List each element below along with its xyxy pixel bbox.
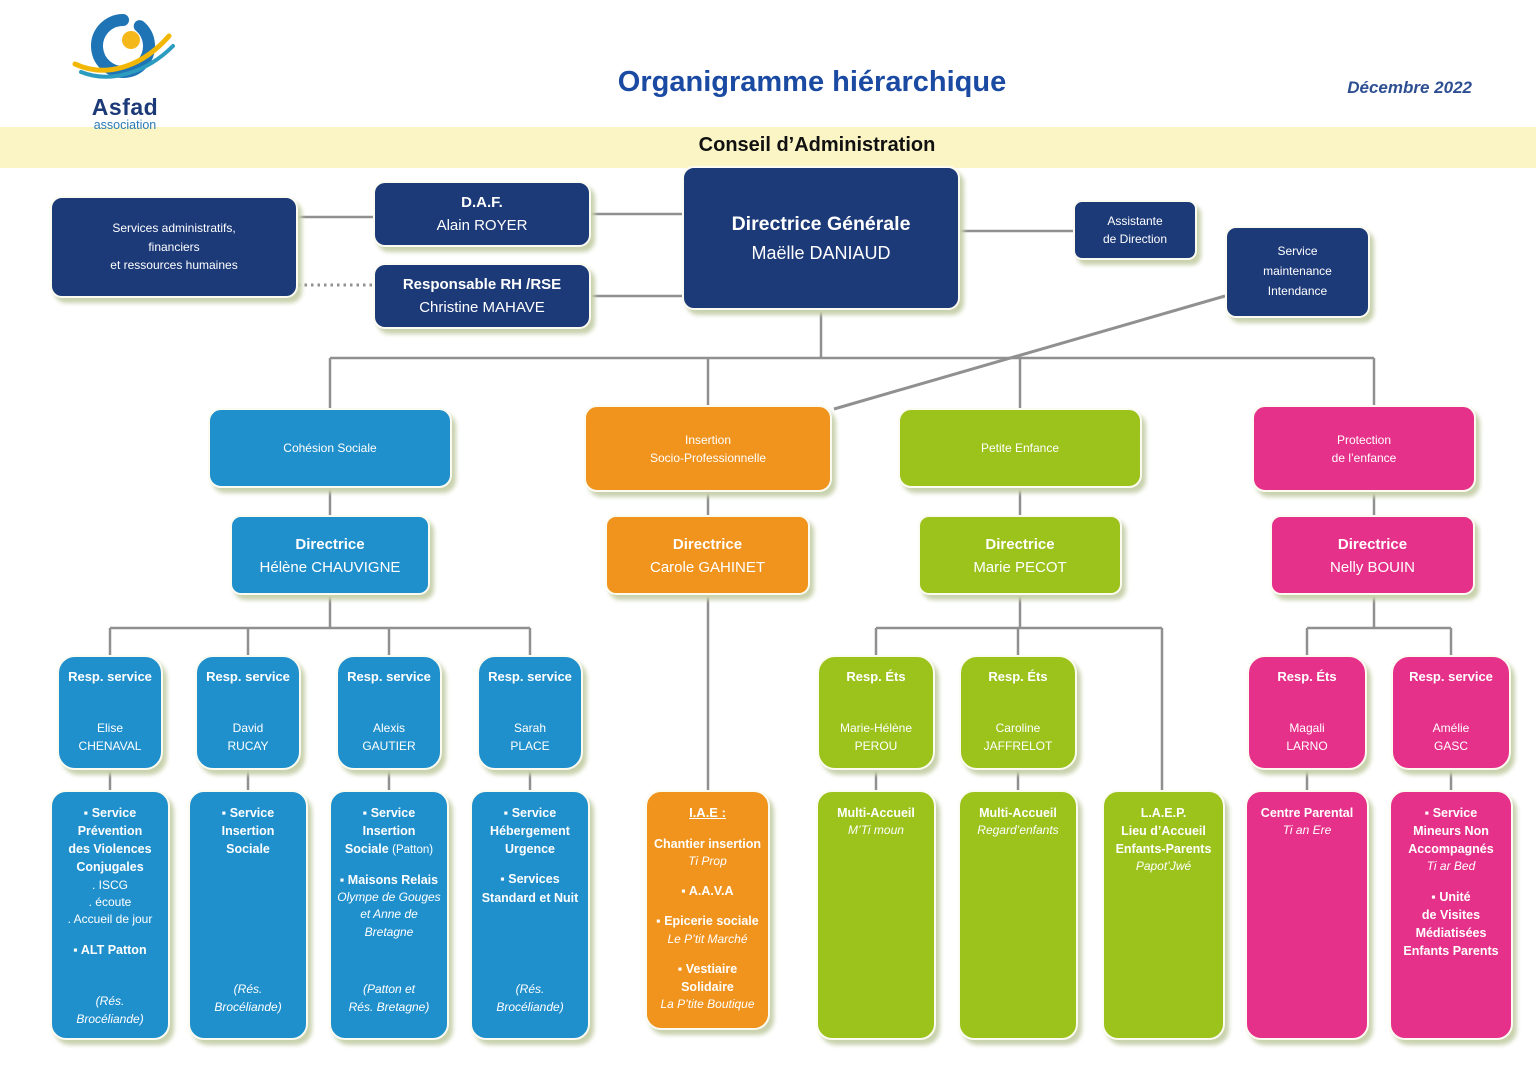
manager-role: Resp. Éts — [846, 669, 906, 684]
date-label: Décembre 2022 — [1347, 78, 1472, 97]
director-name: Carole GAHINET — [649, 558, 766, 576]
dg-role: Directrice Générale — [731, 212, 911, 235]
asfad-logo-icon — [72, 14, 175, 79]
manager-role: Resp. service — [206, 669, 290, 684]
branch-petite-enfance-header: Petite Enfance — [898, 408, 1142, 488]
daf-name: Alain ROYER — [436, 217, 528, 234]
box-directrice-generale: Directrice Générale Maëlle DANIAUD — [682, 166, 960, 310]
daf-role: D.A.F. — [461, 193, 503, 211]
branch-cohesion-header: Cohésion Sociale — [208, 408, 452, 488]
director-role: Directrice — [1337, 535, 1408, 553]
page-title: Organigramme hiérarchique — [617, 66, 1007, 98]
logo-name: Asfad — [91, 94, 159, 120]
director-petite-enfance: Directrice Marie PECOT — [918, 515, 1122, 595]
director-protection: Directrice Nelly BOUIN — [1270, 515, 1475, 595]
rh-name: Christine MAHAVE — [419, 299, 545, 316]
manager-role: Resp. service — [347, 669, 431, 684]
manager-role: Resp. Éts — [1277, 669, 1337, 684]
director-role: Directrice — [985, 535, 1055, 553]
manager-role: Resp. service — [488, 669, 572, 684]
director-insertion: Directrice Carole GAHINET — [605, 515, 810, 595]
director-cohesion: Directrice Hélène CHAUVIGNE — [230, 515, 430, 595]
board-title: Conseil d’Administration — [698, 134, 936, 156]
asfad-logo: Asfad association — [58, 6, 192, 133]
box-daf: D.A.F. Alain ROYER — [373, 181, 591, 247]
director-role: Directrice — [672, 535, 743, 553]
manager-role: Resp. service — [68, 669, 152, 684]
director-name: Marie PECOT — [973, 558, 1067, 576]
dg-name: Maëlle DANIAUD — [751, 243, 891, 264]
director-role: Directrice — [295, 535, 365, 553]
director-name: Hélène CHAUVIGNE — [259, 558, 401, 576]
board-banner — [0, 127, 1536, 168]
manager-role: Resp. Éts — [988, 669, 1048, 684]
box-rh-rse: Responsable RH /RSE Christine MAHAVE — [373, 263, 591, 329]
logo-subtitle: association — [93, 118, 157, 133]
rh-role: Responsable RH /RSE — [402, 275, 562, 293]
manager-role: Resp. service — [1409, 669, 1493, 684]
director-name: Nelly BOUIN — [1329, 558, 1415, 576]
